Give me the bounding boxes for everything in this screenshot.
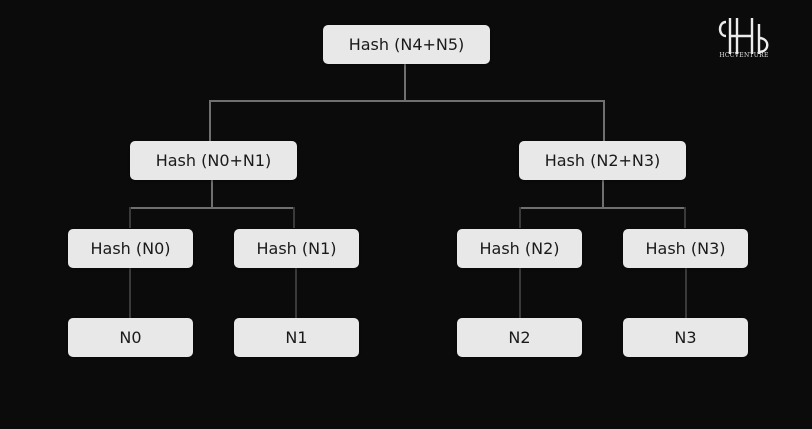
connector [404, 64, 406, 101]
connector [211, 180, 213, 208]
hash-n2-node: Hash (N2) [457, 229, 582, 268]
right-parent-hash-node: Hash (N2+N3) [519, 141, 686, 180]
connector [684, 207, 686, 228]
connector [519, 207, 521, 228]
logo-wordmark: HCCVENTURE [719, 52, 769, 59]
connector [209, 100, 605, 102]
hcc-logo-icon [718, 18, 769, 54]
leaf-n0-node: N0 [68, 318, 193, 357]
connector [295, 268, 297, 318]
hash-n0-node: Hash (N0) [68, 229, 193, 268]
connector [602, 180, 604, 208]
leaf-n3-node: N3 [623, 318, 748, 357]
connector [519, 207, 686, 209]
leaf-n1-node: N1 [234, 318, 359, 357]
leaf-n2-node: N2 [457, 318, 582, 357]
connector [293, 207, 295, 228]
connector [685, 268, 687, 318]
root-hash-node: Hash (N4+N5) [323, 25, 490, 64]
connector [129, 207, 131, 228]
connector [209, 100, 211, 141]
left-parent-hash-node: Hash (N0+N1) [130, 141, 297, 180]
connector [603, 100, 605, 141]
connector [129, 268, 131, 318]
connector [519, 268, 521, 318]
connector [129, 207, 295, 209]
hash-n1-node: Hash (N1) [234, 229, 359, 268]
hash-n3-node: Hash (N3) [623, 229, 748, 268]
